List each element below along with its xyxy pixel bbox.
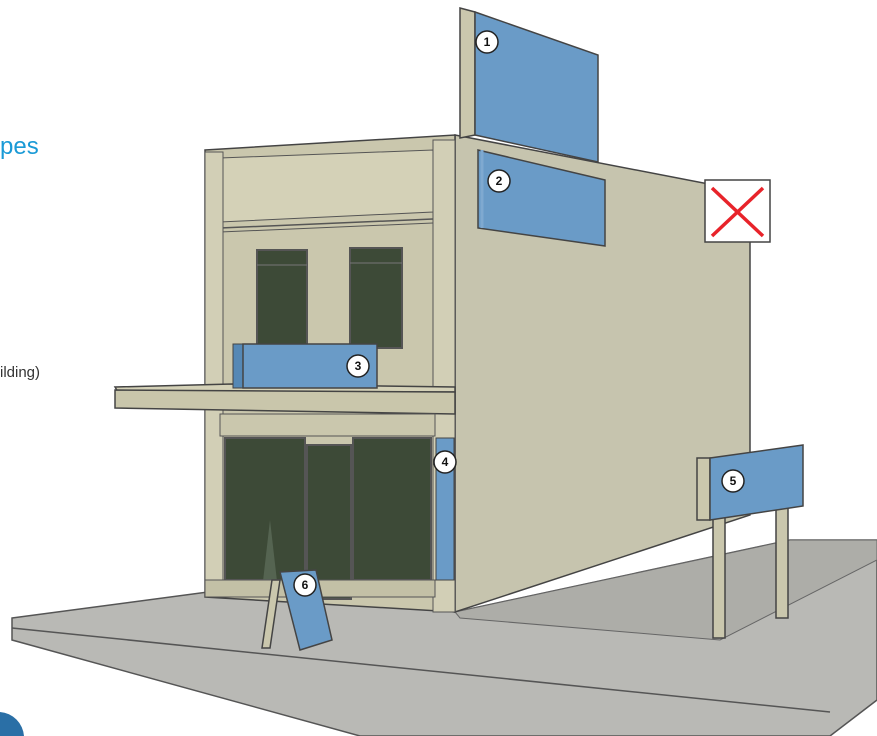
badge-5: 5 [721,469,745,493]
svg-text:4: 4 [442,455,449,469]
window-reflection [262,520,278,590]
sign-5-freestanding [696,457,711,521]
canopy-front [114,389,456,415]
svg-text:2: 2 [496,174,503,188]
sign-3-canopy [232,343,244,389]
shop-window-right [352,437,432,581]
svg-text:1: 1 [484,35,491,49]
sign-6-aframe-back [261,579,281,649]
sign-2-wall [477,149,606,247]
sign-5-pole-right [775,499,789,619]
upper-window-left [256,249,308,349]
cornice [219,149,434,223]
shop-window-left [224,437,306,581]
sign-5-pole-left [712,509,726,639]
badge-2: 2 [487,169,511,193]
badge-6: 6 [293,573,317,597]
sign-1-rooftop [459,7,476,139]
badge-1: 1 [475,30,499,54]
pilaster-left [204,151,224,598]
caption-fragment: ilding) [0,364,41,381]
upper-window-right [349,247,403,349]
corner-logo-fragment [0,712,24,736]
storefront-band [219,413,436,437]
curb-edge [11,627,831,713]
svg-text:3: 3 [355,359,362,373]
badge-4: 4 [433,450,457,474]
parking-lot [454,539,877,641]
svg-text:6: 6 [302,578,309,592]
svg-text:5: 5 [730,474,737,488]
sign-6-aframe [279,569,333,651]
red-x-icon [704,179,771,243]
sign-4-blade [435,437,455,581]
heading-fragment: pes [0,133,39,160]
badge-3: 3 [346,354,370,378]
